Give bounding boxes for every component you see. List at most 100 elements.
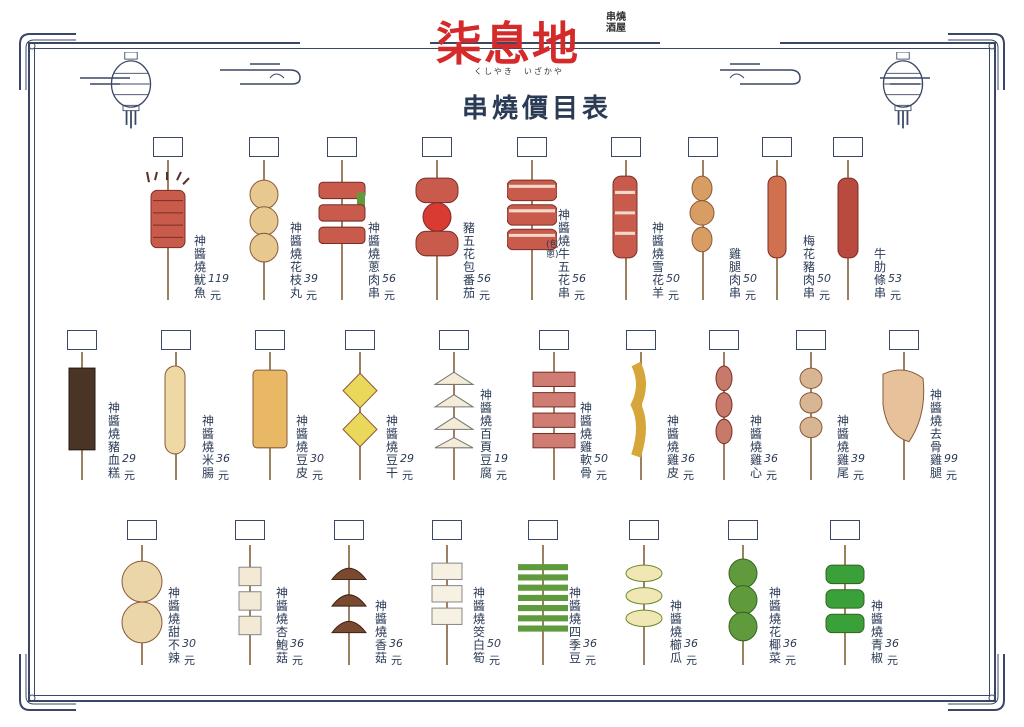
- item-name: 神醬燒花椰菜: [769, 586, 782, 665]
- menu-frame: [28, 42, 996, 702]
- order-checkbox[interactable]: [327, 137, 357, 157]
- cloud-ornament-icon: [720, 63, 930, 85]
- currency-label: 元: [384, 289, 395, 302]
- item-price: 36: [216, 452, 230, 465]
- item-price: 30: [310, 452, 324, 465]
- order-checkbox[interactable]: [629, 520, 659, 540]
- item-name: 神醬燒豆干: [386, 414, 399, 480]
- item-note: (包蔥): [546, 240, 559, 260]
- order-checkbox[interactable]: [889, 330, 919, 350]
- currency-label: 元: [489, 654, 500, 667]
- item-price: 36: [583, 637, 597, 650]
- order-checkbox[interactable]: [626, 330, 656, 350]
- currency-label: 元: [596, 469, 607, 482]
- item-name: 神醬燒杏鮑菇: [276, 586, 289, 665]
- order-checkbox[interactable]: [153, 137, 183, 157]
- item-price: 36: [681, 452, 695, 465]
- item-name: 神醬燒青椒: [871, 599, 884, 665]
- currency-label: 元: [496, 469, 507, 482]
- item-price: 119: [208, 272, 229, 285]
- item-name: 牛肋條串: [874, 247, 887, 300]
- tail-skewer-icon: [799, 352, 823, 480]
- order-checkbox[interactable]: [833, 137, 863, 157]
- item-name: 神醬燒百頁豆腐: [480, 388, 493, 480]
- order-checkbox[interactable]: [709, 330, 739, 350]
- order-checkbox[interactable]: [334, 520, 364, 540]
- item-price: 56: [572, 272, 586, 285]
- corner-ornament-icon: [948, 654, 1005, 711]
- order-checkbox[interactable]: [255, 330, 285, 350]
- item-price: 36: [764, 452, 778, 465]
- currency-label: 元: [766, 469, 777, 482]
- beef-roll-skewer-icon: [507, 160, 557, 300]
- brand-logo: 柒息地 串燒酒屋 くしやき いざかや: [430, 6, 660, 76]
- item-price: 50: [666, 272, 680, 285]
- item-name: 神醬燒雪花羊: [652, 221, 665, 300]
- order-checkbox[interactable]: [235, 520, 265, 540]
- order-checkbox[interactable]: [528, 520, 558, 540]
- currency-label: 元: [946, 469, 957, 482]
- currency-label: 元: [745, 289, 756, 302]
- currency-label: 元: [184, 654, 195, 667]
- order-checkbox[interactable]: [432, 520, 462, 540]
- item-name: 神醬燒豬血糕: [108, 401, 121, 480]
- currency-label: 元: [479, 289, 490, 302]
- order-checkbox[interactable]: [422, 137, 452, 157]
- order-checkbox[interactable]: [796, 330, 826, 350]
- zucchini-skewer-icon: [625, 545, 663, 665]
- item-name: 雞腿肉串: [729, 247, 742, 300]
- order-checkbox[interactable]: [611, 137, 641, 157]
- header: 柒息地 串燒酒屋 くしやき いざかや 串燒價目表: [0, 0, 1024, 130]
- item-price: 19: [494, 452, 508, 465]
- item-name: 神醬燒花枝丸: [290, 221, 303, 300]
- scallion-pork-skewer-icon: [318, 160, 366, 300]
- order-checkbox[interactable]: [728, 520, 758, 540]
- order-checkbox[interactable]: [539, 330, 569, 350]
- page-title: 串燒價目表: [461, 94, 612, 124]
- tofu-skin-skewer-icon: [252, 352, 288, 480]
- item-price: 56: [382, 272, 396, 285]
- corner-ornament-icon: [948, 33, 1005, 90]
- item-price: 36: [684, 637, 698, 650]
- chicken-skewer-icon: [689, 160, 715, 300]
- item-name: 神醬燒甜不辣: [168, 586, 181, 665]
- order-checkbox[interactable]: [127, 520, 157, 540]
- order-checkbox[interactable]: [830, 520, 860, 540]
- corner-ornament-icon: [19, 654, 76, 711]
- dried-tofu-skewer-icon: [342, 352, 378, 480]
- item-name: 神醬燒蔥肉串: [368, 221, 381, 300]
- order-checkbox[interactable]: [439, 330, 469, 350]
- currency-label: 元: [574, 289, 585, 302]
- currency-label: 元: [312, 469, 323, 482]
- water-bamboo-skewer-icon: [431, 545, 463, 665]
- order-checkbox[interactable]: [345, 330, 375, 350]
- lamb-skewer-icon: [612, 160, 638, 300]
- item-price: 29: [122, 452, 136, 465]
- cartilage-skewer-icon: [532, 352, 576, 480]
- order-checkbox[interactable]: [688, 137, 718, 157]
- blood-cake-skewer-icon: [68, 352, 96, 480]
- green-beans-skewer-icon: [518, 545, 568, 665]
- item-price: 50: [594, 452, 608, 465]
- currency-label: 元: [218, 469, 229, 482]
- lantern-icon: [110, 52, 152, 129]
- order-checkbox[interactable]: [161, 330, 191, 350]
- item-name: 神醬燒櫛瓜: [670, 599, 683, 665]
- order-checkbox[interactable]: [249, 137, 279, 157]
- currency-label: 元: [887, 654, 898, 667]
- order-checkbox[interactable]: [762, 137, 792, 157]
- king-oyster-skewer-icon: [238, 545, 262, 665]
- item-name: 神醬燒雞軟骨: [580, 401, 593, 480]
- item-price: 36: [783, 637, 797, 650]
- item-name: 豬五花包番茄: [463, 221, 476, 300]
- currency-label: 元: [391, 654, 402, 667]
- currency-label: 元: [402, 469, 413, 482]
- tempura-skewer-icon: [121, 545, 163, 665]
- frame-gap-right: [660, 40, 780, 48]
- order-checkbox[interactable]: [517, 137, 547, 157]
- item-name: 神醬燒香菇: [375, 599, 388, 665]
- item-price: 99: [944, 452, 958, 465]
- corner-ornament-icon: [19, 33, 76, 90]
- item-name: 神醬燒魷魚: [194, 234, 207, 300]
- order-checkbox[interactable]: [67, 330, 97, 350]
